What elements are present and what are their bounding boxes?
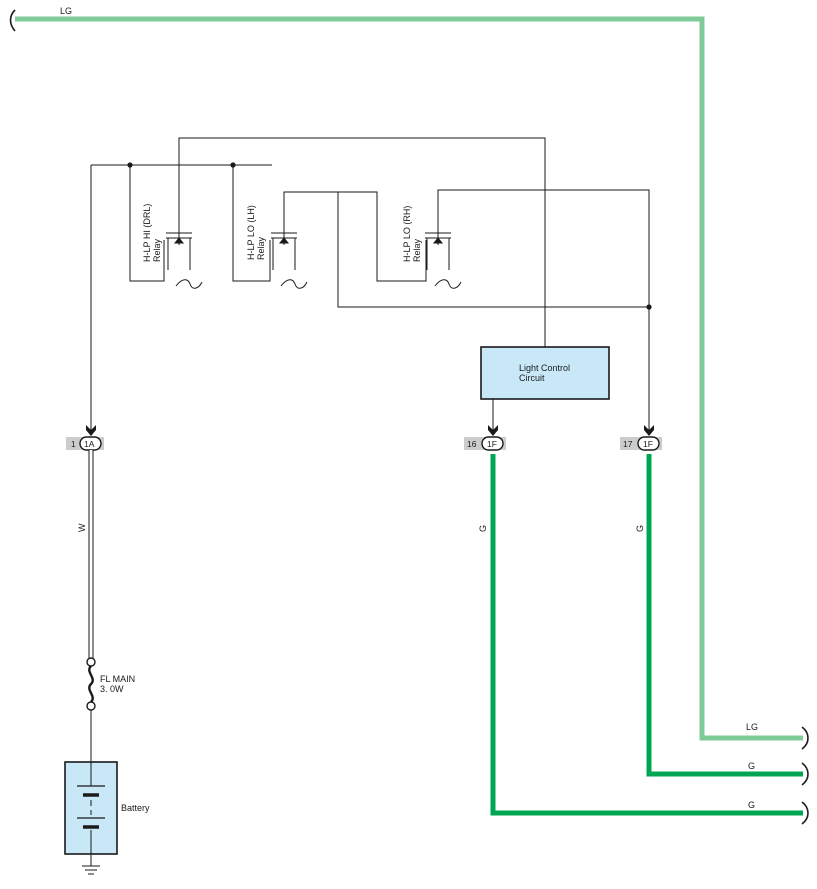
cross-bus: [337, 192, 649, 308]
battery-label: Battery: [121, 803, 150, 813]
wire-label-top-lg: LG: [60, 6, 72, 16]
wire-label-w: W: [77, 523, 87, 532]
connector-1a-pin: 1: [71, 439, 76, 449]
g-wires: G G G G: [478, 454, 809, 825]
lg-wire-path: [15, 16, 803, 741]
relay-drl-sub: Relay: [152, 238, 162, 262]
connector-1a-id: 1A: [84, 439, 95, 449]
fuse-icon: [88, 665, 94, 703]
relay-lh: H-LP LO (LH) Relay: [246, 205, 308, 289]
relay-lh-sub: Relay: [256, 236, 266, 260]
connector-16-id: 1F: [487, 439, 497, 449]
junctions: [127, 162, 652, 310]
chevron-down-icon: [86, 425, 96, 436]
w-wire: W: [77, 450, 94, 660]
junction-dot: [127, 162, 133, 168]
g-wire-16: [490, 454, 803, 816]
lh-rh-link: [283, 191, 427, 282]
connector-17-1f: 17 1F: [620, 425, 662, 451]
relay-switch-icon: [166, 232, 203, 289]
g-wire-17: [646, 454, 803, 777]
chevron-down-icon: [644, 425, 654, 436]
wire-label-g2: G: [635, 525, 645, 532]
rh-control-line: [437, 189, 650, 432]
drl-bus-drop: [129, 165, 165, 282]
wire-break-lg-right-icon: [801, 726, 809, 750]
relay-rh-name: H-LP LO (RH): [402, 206, 412, 262]
connector-oval: [637, 436, 660, 451]
relay-rh-sub: Relay: [412, 238, 422, 262]
connector-oval: [481, 436, 504, 451]
connector-17-id: 1F: [643, 439, 653, 449]
lg-wire: LG LG: [9, 6, 809, 750]
fuse-label-line1: FL MAIN: [100, 674, 135, 684]
chevron-down-icon: [488, 425, 498, 436]
wire-break-g-lower-icon: [801, 801, 809, 825]
connector-17-pin: 17: [623, 439, 633, 449]
wire-label-g1: G: [478, 525, 488, 532]
relay-lh-name: H-LP LO (LH): [246, 205, 256, 260]
light-control-box: [480, 346, 610, 400]
circuit-lines: [90, 137, 650, 432]
junction-dot: [230, 162, 236, 168]
relay-drl-name: H-LP HI (DRL): [142, 204, 152, 262]
relay-switch-icon: [425, 232, 462, 289]
fusible-link: FL MAIN 3. 0W: [86, 657, 135, 762]
wire-break-top-left-icon: [9, 9, 16, 32]
light-control-line2: Circuit: [519, 373, 545, 383]
battery-icon: [77, 762, 105, 866]
battery: Battery: [64, 761, 150, 875]
wire-break-g-upper-icon: [801, 762, 809, 786]
connector-1a: 1 1A: [66, 425, 104, 451]
relay-switch-icon: [271, 232, 308, 289]
light-control-line1: Light Control: [519, 363, 570, 373]
wire-label-right-lg: LG: [746, 722, 758, 732]
drl-control-line: [178, 137, 546, 347]
wire-label-right-g-upper: G: [748, 761, 755, 771]
wire-label-right-g-lower: G: [748, 800, 755, 810]
fuse-label-line2: 3. 0W: [100, 684, 124, 694]
lh-bus-drop: [232, 165, 271, 282]
connector-16-pin: 16: [467, 439, 477, 449]
relay-rh: H-LP LO (RH) Relay: [402, 206, 462, 289]
relay-drl: H-LP HI (DRL) Relay: [142, 204, 203, 289]
fuse-terminal-bottom: [86, 701, 96, 711]
connector-16-1f: 16 1F: [464, 425, 506, 451]
junction-dot: [646, 304, 652, 310]
ground-icon: [82, 865, 100, 875]
light-control-circuit: Light Control Circuit: [480, 346, 610, 400]
fuse-terminal-top: [86, 657, 96, 667]
